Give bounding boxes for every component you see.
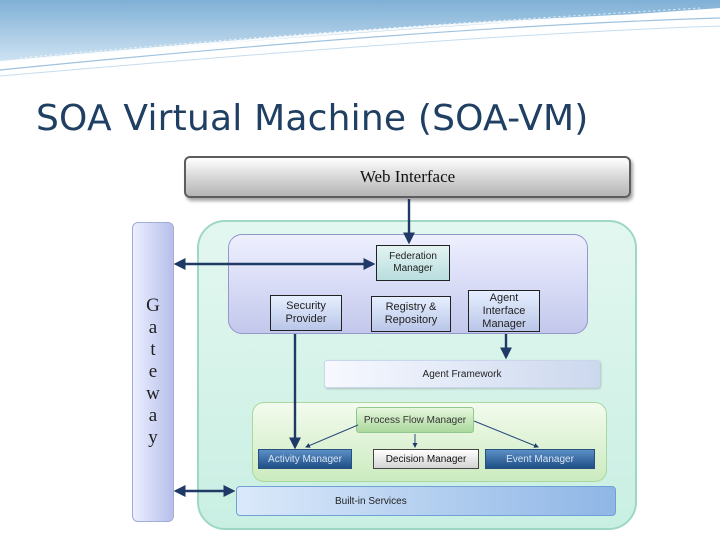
federation-manager-box: Federation Manager — [376, 245, 450, 281]
gateway-letter: G — [146, 295, 160, 316]
slide-title: SOA Virtual Machine (SOA-VM) — [36, 98, 589, 139]
gateway-letter: w — [146, 383, 160, 404]
flow-to-event-arrow — [473, 420, 539, 448]
federation-manager-label-line1: Federation — [389, 251, 437, 262]
gateway-letter: y — [148, 427, 158, 448]
web-interface-box: Web Interface — [184, 156, 631, 198]
security-provider-box: Security Provider — [270, 295, 342, 331]
gateway-letter: a — [148, 317, 158, 338]
decision-manager-box: Decision Manager — [373, 449, 479, 469]
security-provider-label-line2: Provider — [285, 313, 327, 325]
built-in-services-box: Built-in Services — [236, 486, 616, 516]
agent-framework-box: Agent Framework — [324, 360, 600, 388]
agent-interface-manager-box: Agent Interface Manager — [468, 290, 540, 332]
agent-interface-manager-label-line1: Agent — [489, 291, 519, 304]
header-swoosh-band — [0, 0, 720, 77]
gateway-letter: a — [148, 405, 158, 426]
registry-repository-box: Registry & Repository — [371, 296, 451, 332]
security-provider-label-line1: Security — [286, 300, 326, 312]
registry-repository-label-line1: Registry & — [385, 301, 437, 313]
process-flow-manager-box: Process Flow Manager — [356, 407, 474, 433]
event-manager-box: Event Manager — [485, 449, 595, 469]
gateway-letter: e — [148, 361, 158, 382]
gateway-box: G a t e w a y — [132, 222, 174, 522]
agent-interface-manager-label-line2: Interface — [482, 304, 526, 317]
gateway-letter: t — [150, 339, 156, 360]
registry-repository-label-line2: Repository — [384, 314, 438, 326]
federation-manager-label-line2: Manager — [393, 263, 433, 274]
flow-to-activity-arrow — [305, 424, 359, 448]
agent-interface-manager-label-line3: Manager — [482, 317, 526, 330]
activity-manager-box: Activity Manager — [258, 449, 352, 469]
